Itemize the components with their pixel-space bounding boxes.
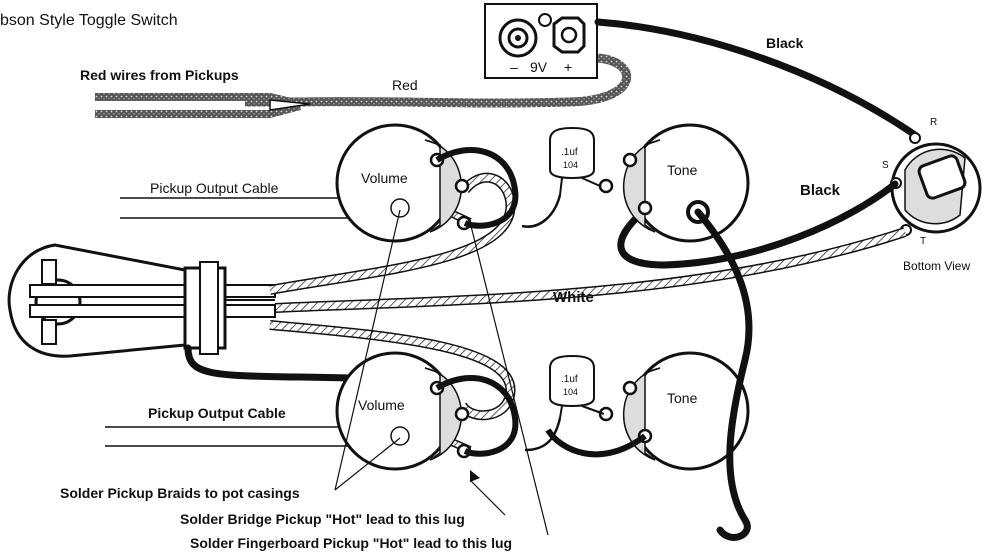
black-wire-top-label: Black	[766, 35, 804, 51]
capacitor-bottom-code: 104	[563, 387, 578, 397]
note-fingerboard: Solder Fingerboard Pickup "Hot" lead to …	[190, 535, 512, 551]
diagram-title: bson Style Toggle Switch	[0, 12, 178, 29]
black-wire-toggle-ground	[184, 344, 354, 382]
black-wire-top-volume-lugs	[435, 147, 519, 229]
note-bridge: Solder Bridge Pickup "Hot" lead to this …	[180, 511, 465, 527]
battery-plus-label: +	[564, 59, 572, 75]
note-braids: Solder Pickup Braids to pot casings	[60, 485, 300, 501]
toggle-switch	[7, 243, 276, 358]
pickup-red-wires: Red wires from Pickups	[80, 67, 311, 118]
toggle-to-bottom-volume-cable	[269, 321, 514, 419]
jack-tip-label: T	[920, 236, 926, 247]
capacitor-top-value: .1uf	[561, 147, 578, 158]
red-wires-label: Red wires from Pickups	[80, 67, 239, 83]
red-wire	[245, 53, 632, 108]
black-wire-right-label: Black	[800, 182, 841, 199]
capacitor-bottom: .1uf 104	[549, 354, 605, 419]
volume-top-label: Volume	[361, 170, 408, 186]
jack-ring-label: R	[930, 117, 937, 128]
toggle-to-top-volume-cable	[269, 174, 514, 294]
red-wire-label: Red	[392, 77, 418, 93]
pickup-output-cable-bottom-label: Pickup Output Cable	[148, 405, 286, 421]
tone-top-label: Tone	[667, 162, 698, 178]
capacitor-top: .1uf 104	[549, 126, 601, 196]
battery-minus-label: –	[510, 59, 518, 75]
black-wire-bottom-volume-lugs	[435, 375, 519, 457]
jack-sleeve-label: S	[882, 160, 889, 171]
white-wire	[274, 228, 907, 312]
capacitor-top-code: 104	[563, 160, 578, 170]
battery-connector: – 9V +	[484, 3, 598, 79]
volume-pot-top: Volume	[335, 123, 472, 243]
tone-pot-bottom: Tone	[598, 351, 750, 471]
pickup-output-cable-top-label: Pickup Output Cable	[150, 180, 279, 196]
jack-body-icon	[917, 154, 967, 200]
tone-bottom-label: Tone	[667, 390, 698, 406]
black-wire-battery-to-jack	[594, 18, 919, 139]
black-wire-tone-link	[694, 208, 753, 541]
capacitor-bottom-value: .1uf	[561, 374, 578, 385]
battery-voltage-label: 9V	[530, 59, 548, 75]
bottom-view-label: Bottom View	[903, 259, 970, 273]
tone-pot-top: Tone	[598, 123, 750, 243]
volume-bottom-label: Volume	[358, 397, 405, 413]
black-wire-tone-to-jack	[617, 180, 899, 269]
annotation-pointers	[334, 209, 549, 536]
volume-pot-bottom: Volume	[335, 351, 472, 471]
white-wire-label: White	[553, 289, 594, 306]
output-jack: R S T Bottom View	[882, 117, 982, 273]
